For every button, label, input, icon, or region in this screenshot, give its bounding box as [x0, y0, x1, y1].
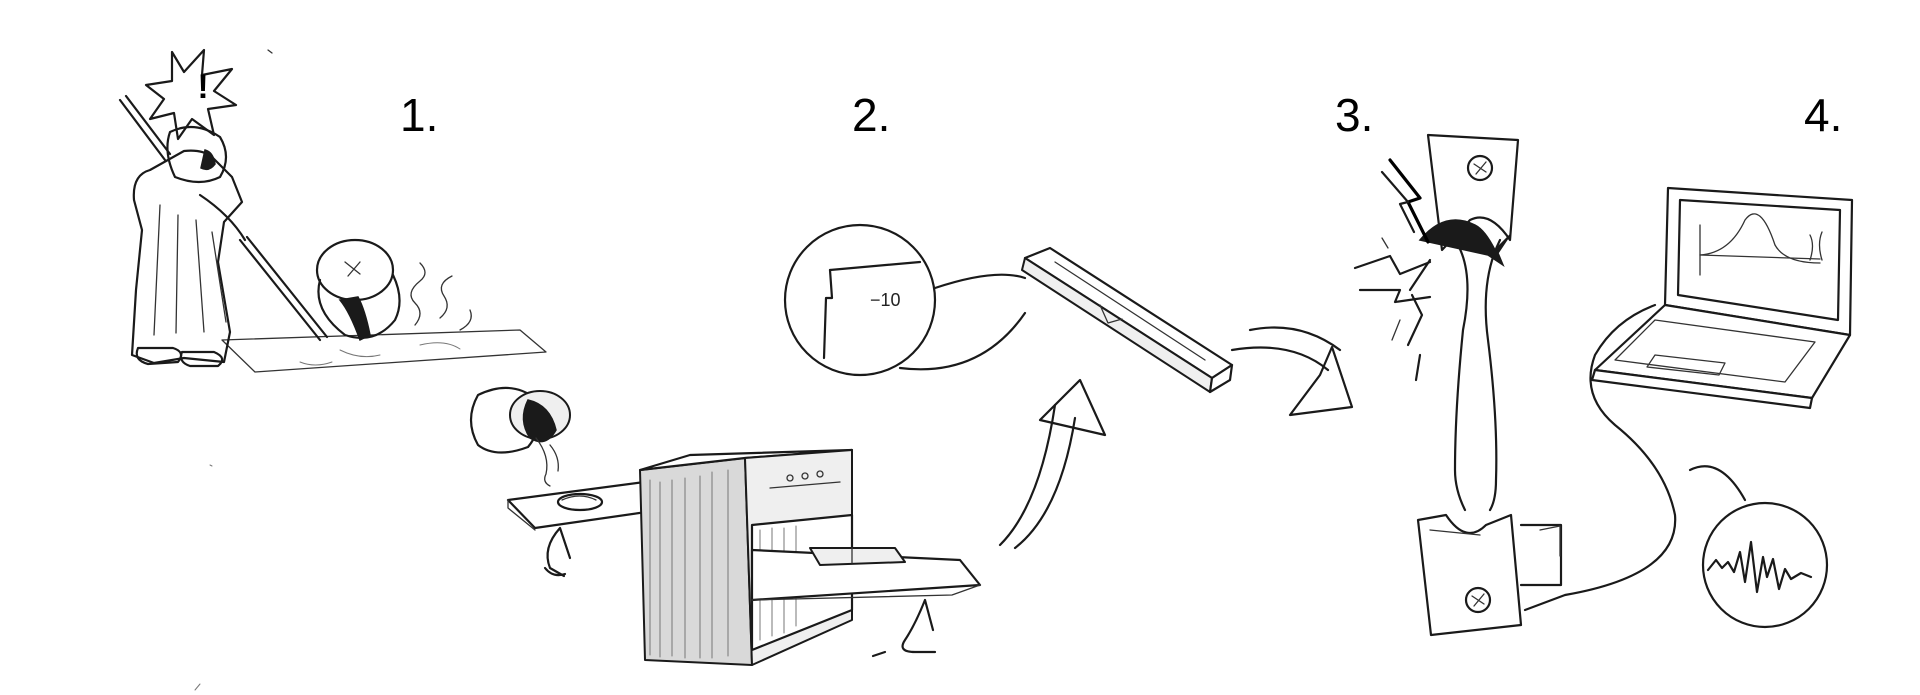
- step-number-4: 4.: [1804, 89, 1843, 141]
- tensile-test-illustration: [1353, 133, 1563, 637]
- heat-treatment-furnace-illustration: [506, 448, 982, 666]
- bucket-pouring-illustration: [469, 386, 571, 487]
- step-number-2: 2.: [852, 89, 891, 141]
- process-arrows: [998, 326, 1354, 550]
- step-number-1: 1.: [400, 89, 439, 141]
- magnified-detail-callout: −10: [783, 223, 1027, 377]
- notched-specimen-illustration: [1021, 246, 1234, 394]
- laptop-data-analysis-illustration: [1523, 186, 1854, 629]
- molten-metal-pouring-illustration: !: [118, 48, 547, 373]
- warning-icon: !: [197, 68, 208, 106]
- step-number-3: 3.: [1335, 89, 1374, 141]
- scale-marking-text: −10: [870, 290, 901, 310]
